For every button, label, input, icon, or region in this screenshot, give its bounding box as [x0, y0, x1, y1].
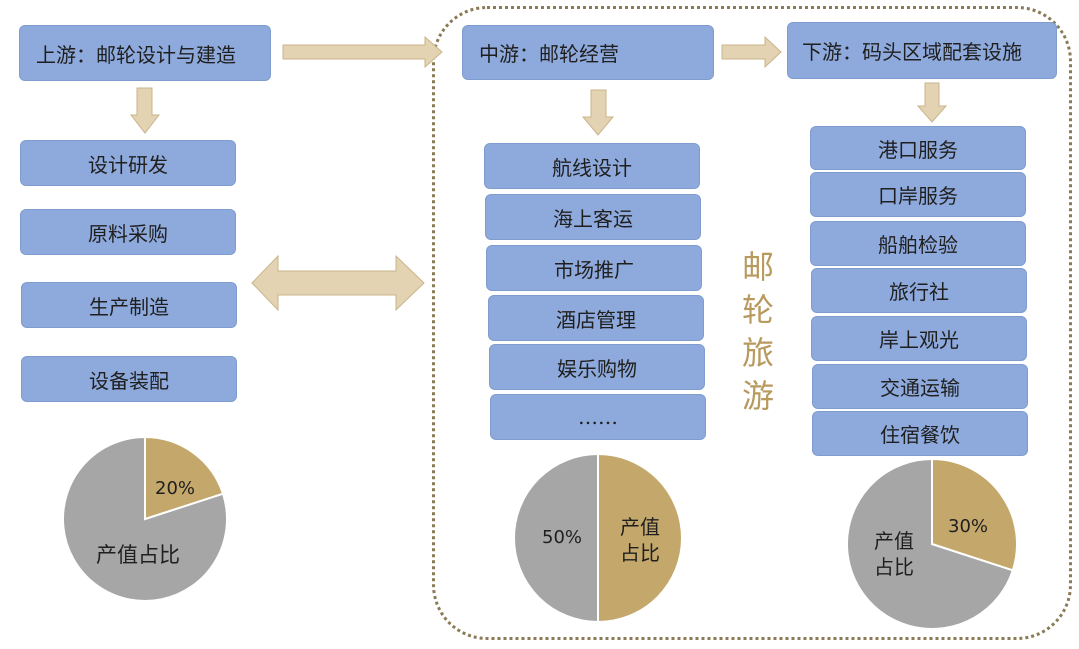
downstream-pie-rest-label: 产值占比: [874, 529, 914, 579]
upstream-item-4: 设备装配: [21, 356, 237, 402]
downstream-item-6: 交通运输: [812, 364, 1028, 409]
label-char-3: 旅: [741, 334, 774, 372]
midstream-title: 中游：邮轮经营: [462, 25, 714, 80]
downstream-item-2: 口岸服务: [810, 172, 1026, 217]
midstream-pie: [513, 452, 683, 624]
upstream-pie-highlight-label: 20%: [155, 478, 196, 499]
midstream-pie-highlight-label: 产值占比: [620, 515, 660, 565]
upstream-item-1: 设计研发: [20, 140, 236, 186]
label-char-4: 游: [741, 377, 774, 415]
downstream-title: 下游：码头区域配套设施: [787, 22, 1057, 79]
arrow-down-downstream: [916, 82, 948, 123]
upstream-pie-rest-label: 产值占比: [96, 543, 180, 567]
label-char-2: 轮: [741, 291, 774, 329]
downstream-item-5: 岸上观光: [811, 316, 1027, 361]
double-arrow: [251, 254, 425, 312]
midstream-pie-rest-label: 50%: [542, 527, 583, 548]
label-char-1: 邮: [741, 248, 774, 286]
arrow-down-midstream: [581, 89, 615, 136]
downstream-pie-highlight-label: 30%: [948, 516, 989, 537]
upstream-item-3: 生产制造: [21, 282, 237, 328]
midstream-item-5: 娱乐购物: [489, 344, 705, 390]
upstream-pie-highlight-slice: [144, 435, 225, 521]
cruise-tourism-boundary: [432, 6, 1072, 640]
upstream-item-2: 原料采购: [20, 209, 236, 255]
arrow-upstream-to-midstream: [282, 35, 443, 69]
midstream-item-4: 酒店管理: [488, 295, 704, 341]
downstream-pie-rest-slice: [846, 457, 1015, 630]
downstream-item-1: 港口服务: [810, 126, 1026, 170]
midstream-pie-highlight-slice: [597, 452, 683, 624]
downstream-pie-highlight-slice: [931, 457, 1018, 572]
arrow-midstream-to-downstream: [721, 35, 782, 69]
midstream-item-6: ……: [490, 394, 706, 440]
arrow-down-upstream: [129, 87, 161, 134]
upstream-title: 上游：邮轮设计与建造: [19, 25, 271, 81]
upstream-pie: [62, 435, 228, 602]
downstream-item-4: 旅行社: [811, 268, 1027, 313]
midstream-item-3: 市场推广: [486, 245, 702, 291]
midstream-item-1: 航线设计: [484, 143, 700, 189]
midstream-item-2: 海上客运: [485, 194, 701, 240]
midstream-pie-rest-slice: [513, 452, 599, 624]
downstream-pie: [846, 457, 1018, 630]
downstream-item-7: 住宿餐饮: [812, 411, 1028, 456]
downstream-item-3: 船舶检验: [810, 221, 1026, 266]
cruise-tourism-label: 邮 轮 旅 游: [738, 246, 778, 418]
